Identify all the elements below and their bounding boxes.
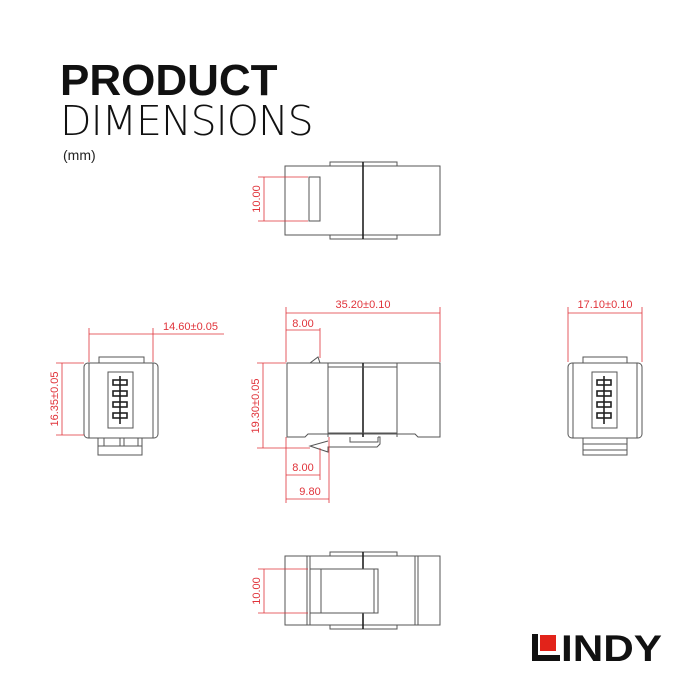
dim-bottom-height: 10.00 [251, 577, 263, 605]
unit-label: (mm) [63, 147, 96, 163]
left-end-view: 14.60±0.05 16.35±0.05 [49, 321, 224, 456]
dim-end-height: 16.35±0.05 [49, 372, 61, 427]
bottom-view: 10.00 [251, 551, 441, 630]
logo-text: INDY [561, 628, 662, 669]
dim-side-height: 19.30±0.05 [250, 379, 262, 434]
dim-side-length: 35.20±0.10 [336, 299, 391, 311]
side-view: 35.20±0.10 8.00 19.30±0.05 8.00 9.80 [250, 299, 441, 503]
dim-latch-bottom: 8.00 [292, 462, 313, 474]
title-product: PRODUCT [60, 56, 278, 105]
lindy-logo: INDY [532, 628, 662, 669]
dim-latch-top: 8.00 [292, 318, 313, 330]
dim-right-width: 17.10±0.10 [578, 299, 633, 311]
dim-latch-offset: 9.80 [299, 486, 320, 498]
title-dimensions: DIMENSIONS [60, 97, 313, 145]
dim-end-width: 14.60±0.05 [163, 321, 218, 333]
top-view: 10.00 [251, 161, 441, 240]
dim-top-height: 10.00 [251, 185, 263, 213]
right-end-view: 17.10±0.10 [567, 299, 643, 456]
